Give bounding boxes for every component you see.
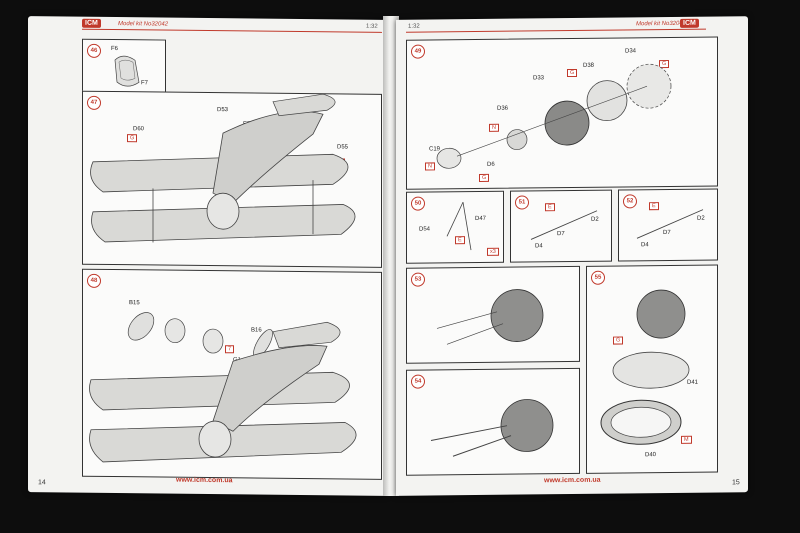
engine-drawing-49 [436, 63, 672, 169]
rod-drawing-52 [636, 209, 704, 239]
engine-drawing-53 [436, 289, 544, 345]
step-49-panel: 49 D34 D38 D33 D36 C19 D6 G G N N G [406, 36, 718, 190]
step-46-panel: 46 F6 F7 [82, 38, 166, 106]
biplane-drawing-48 [89, 312, 357, 463]
biplane-drawing-47 [90, 93, 356, 243]
footer-url-left: www.icm.com.ua [176, 476, 233, 485]
icm-logo-left: ICM [82, 18, 101, 28]
header-rule-left [82, 28, 382, 33]
footer-url-right: www.icm.com.ua [544, 476, 601, 485]
step-50-panel: 50 D54 D47 E x3 [406, 190, 504, 264]
scale-right: 1:32 [408, 23, 420, 30]
cowling-drawing-55 [600, 289, 690, 445]
rod-drawing-51 [530, 210, 598, 240]
seat-drawing [114, 55, 140, 87]
left-page: ICM Model kit No32042 1:32 46 F6 F7 47 D… [28, 16, 386, 496]
book-spine [383, 16, 399, 496]
page-number-right: 15 [732, 479, 740, 487]
strut-drawing-50 [446, 201, 472, 251]
kit-number-right: Model kit No32042 [636, 20, 687, 28]
engine-drawing-54 [430, 399, 554, 457]
icm-logo-right: ICM [680, 18, 699, 28]
header-rule-right [406, 28, 706, 33]
step-52-panel: 52 E D2 D7 D4 [618, 188, 718, 262]
step-53-panel: 53 [406, 265, 580, 364]
step-48-panel: 48 B15 B16 G1 7 [82, 268, 382, 480]
page-number-left: 14 [38, 479, 46, 487]
step-54-panel: 54 [406, 367, 580, 476]
right-page: 1:32 Model kit No32042 ICM 49 D34 D38 D3… [396, 16, 748, 496]
kit-number-left: Model kit No32042 [118, 21, 169, 28]
scale-left: 1:32 [366, 23, 378, 30]
step-51-panel: 51 E D2 D7 D4 [510, 189, 612, 263]
step-55-panel: 55 G D41 D40 M [586, 264, 718, 474]
step-47-panel: 47 D60 D53 E5 D55 G G [82, 90, 382, 268]
